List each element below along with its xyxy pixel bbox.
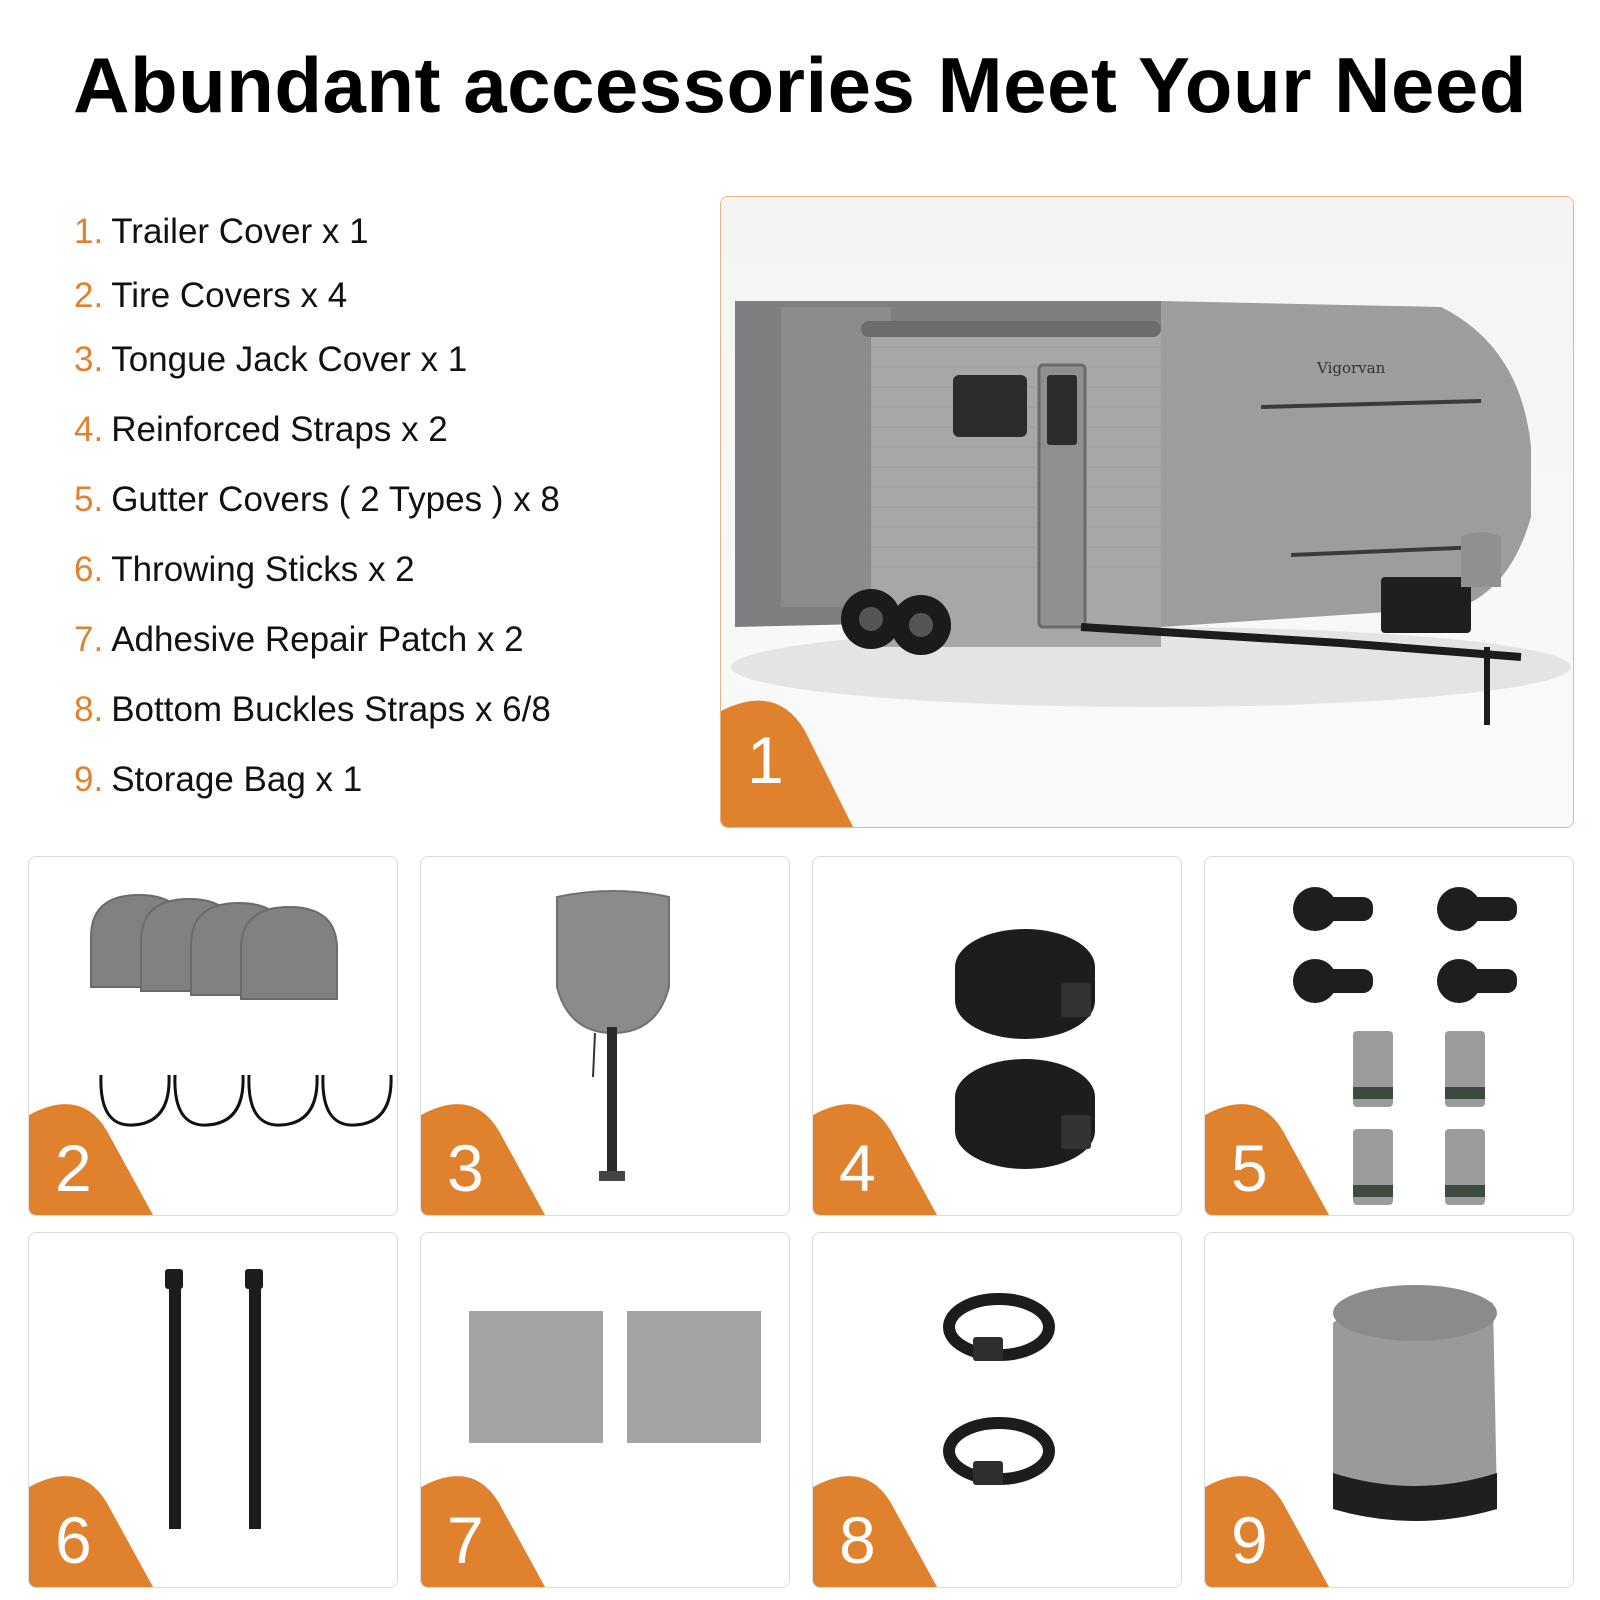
badge-shape	[1205, 1104, 1329, 1215]
list-item: 7.Adhesive Repair Patch x 2	[74, 620, 524, 659]
badge-shape	[813, 1104, 937, 1215]
badge-number: 4	[839, 1131, 876, 1205]
badge-number: 8	[839, 1503, 876, 1577]
card-tire-covers: 2	[28, 856, 398, 1216]
throwing-sticks-illustration	[165, 1269, 263, 1529]
card-bottom-buckles-straps: 8	[812, 1232, 1182, 1588]
badge-number: 2	[55, 1131, 92, 1205]
card-trailer-cover: Vigorvan 1	[720, 196, 1574, 828]
page-title: Abundant accessories Meet Your Need	[73, 41, 1527, 129]
card-throwing-sticks: 6	[28, 1232, 398, 1588]
list-item: 4.Reinforced Straps x 2	[74, 410, 448, 449]
badge-number: 3	[447, 1131, 484, 1205]
list-item: 3.Tongue Jack Cover x 1	[74, 340, 468, 379]
badge-shape	[29, 1476, 153, 1587]
badge-shape	[813, 1476, 937, 1587]
card-tongue-jack-cover: 3	[420, 856, 790, 1216]
card-gutter-covers: 5	[1204, 856, 1574, 1216]
badge-shape	[421, 1104, 545, 1215]
buckle-straps-illustration	[943, 1293, 1055, 1485]
badge-shape	[421, 1476, 545, 1587]
card-storage-bag: 9	[1204, 1232, 1574, 1588]
storage-bag-illustration	[1333, 1285, 1497, 1521]
list-item: 2.Tire Covers x 4	[74, 276, 348, 315]
badge-number: 7	[447, 1503, 484, 1577]
card-reinforced-straps: 4	[812, 856, 1182, 1216]
tongue-jack-cover-illustration	[556, 890, 670, 1181]
list-item: 1.Trailer Cover x 1	[74, 212, 369, 251]
badge-number: 6	[55, 1503, 92, 1577]
tire-covers-illustration	[90, 893, 393, 1127]
gutter-covers-illustration	[1293, 887, 1517, 1205]
list-item: 8.Bottom Buckles Straps x 6/8	[74, 690, 551, 729]
list-item: 9.Storage Bag x 1	[74, 760, 363, 799]
reinforced-straps-illustration	[955, 929, 1095, 1169]
badge-number: 9	[1231, 1503, 1268, 1577]
repair-patch-illustration	[469, 1311, 761, 1443]
list-item: 6.Throwing Sticks x 2	[74, 550, 415, 589]
badge-number: 5	[1231, 1131, 1268, 1205]
card-adhesive-repair-patch: 7	[420, 1232, 790, 1588]
badge-shape	[29, 1104, 153, 1215]
badge-shape	[1205, 1476, 1329, 1587]
brand-logo: Vigorvan	[1316, 359, 1386, 377]
badge-number: 1	[747, 723, 784, 797]
trailer-cover-illustration: Vigorvan	[721, 197, 1573, 827]
list-item: 5.Gutter Covers ( 2 Types ) x 8	[74, 480, 560, 519]
badge-shape	[721, 700, 853, 827]
